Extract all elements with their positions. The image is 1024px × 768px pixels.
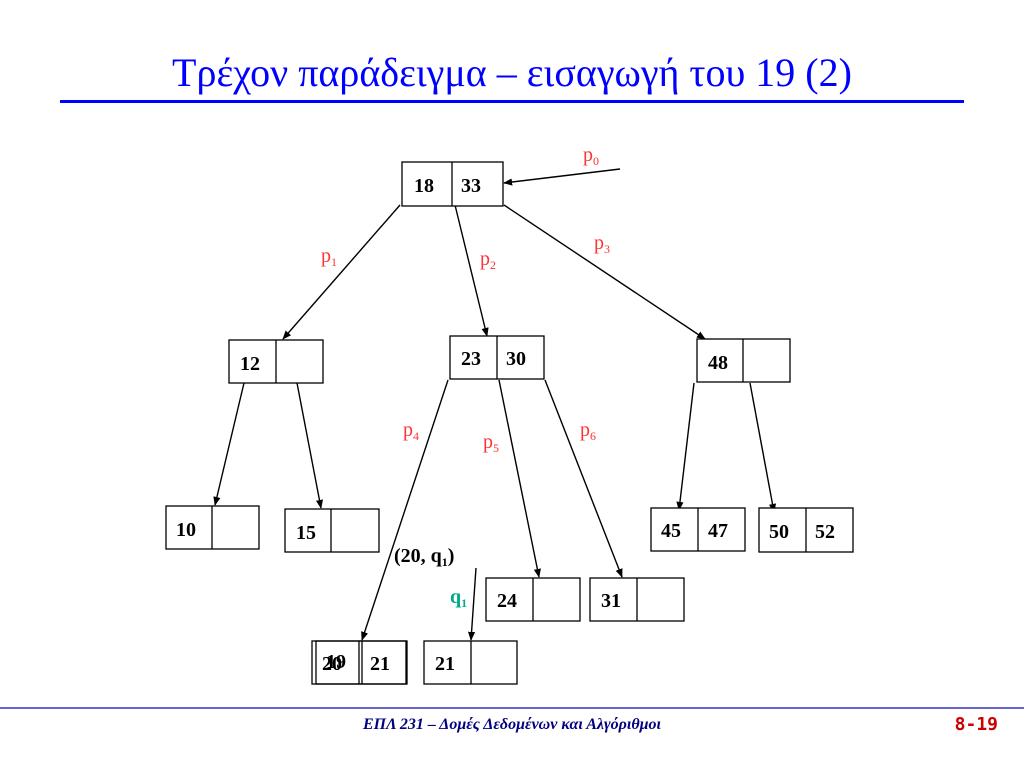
edge-p0 xyxy=(503,168,621,186)
edge-12-10 xyxy=(213,382,245,506)
page-number: 8-19 xyxy=(954,714,998,735)
node-24 xyxy=(485,577,581,622)
label-p4: p4 xyxy=(403,419,419,443)
node-15 xyxy=(284,508,380,553)
node-50-52 xyxy=(758,507,854,553)
node-root xyxy=(401,161,504,207)
edge-12-15 xyxy=(296,382,324,509)
key-23: 23 xyxy=(461,348,481,370)
key-21: 21 xyxy=(435,653,455,675)
key-12: 12 xyxy=(240,353,260,375)
key-45: 45 xyxy=(661,520,681,542)
node-10 xyxy=(165,505,260,550)
node-23-30 xyxy=(449,335,545,380)
key-50: 50 xyxy=(769,521,789,543)
key-52: 52 xyxy=(815,521,835,543)
edge-p5 xyxy=(498,379,541,578)
node-48 xyxy=(696,338,791,383)
node-31 xyxy=(589,577,685,622)
key-30: 30 xyxy=(506,348,526,370)
edge-48-4547 xyxy=(676,382,695,511)
edge-p1 xyxy=(282,204,401,340)
node-45-47 xyxy=(650,507,746,552)
edge-48-5052 xyxy=(749,382,777,513)
key-31: 31 xyxy=(601,590,621,612)
node-split-old xyxy=(311,640,407,685)
key-split-new-0: 19 xyxy=(326,651,346,673)
label-q1: q1 xyxy=(450,586,467,610)
label-p6: p6 xyxy=(580,419,596,443)
edge-p6 xyxy=(544,379,623,578)
key-15: 15 xyxy=(296,522,316,544)
key-10: 10 xyxy=(176,519,196,541)
edge-p3 xyxy=(503,204,706,340)
btree-diagram: 18 33 12 23 30 48 10 15 45 47 50 52 24 3… xyxy=(165,144,854,685)
key-root-0: 18 xyxy=(414,175,434,197)
key-48: 48 xyxy=(708,352,728,374)
node-split-new xyxy=(315,640,408,685)
footer-rule xyxy=(0,707,1024,709)
slide-title: Τρέχον παράδειγμα – εισαγωγή του 19 (2) xyxy=(172,50,852,95)
label-p0: p0 xyxy=(583,144,599,168)
title-underline xyxy=(60,100,964,103)
key-split-old-1: 21 xyxy=(370,653,390,675)
key-split-old-0: 20 xyxy=(322,653,342,675)
footer-text: ΕΠΛ 231 – Δομές Δεδομένων και Αλγόριθμοι xyxy=(362,716,661,733)
edge-p2 xyxy=(454,204,489,337)
label-p1: p1 xyxy=(321,245,337,269)
label-p3: p3 xyxy=(594,232,610,256)
key-root-1: 33 xyxy=(461,175,481,197)
edge-p4 xyxy=(361,379,449,641)
label-p2: p2 xyxy=(480,248,496,272)
insert-pair-label: (20, q1) xyxy=(394,545,454,569)
edge-q1 xyxy=(467,567,477,641)
node-21 xyxy=(423,640,518,685)
key-47: 47 xyxy=(708,520,728,542)
key-24: 24 xyxy=(497,590,517,612)
label-p5: p5 xyxy=(483,431,499,455)
node-12 xyxy=(228,339,324,384)
